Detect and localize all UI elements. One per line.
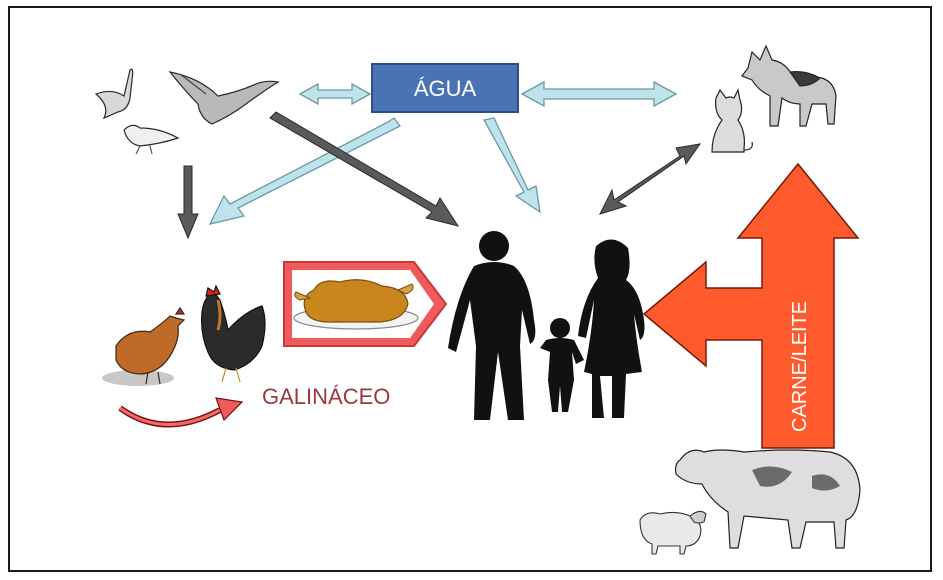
meat-milk-label: CARNE/LEITE — [789, 301, 811, 432]
family-silhouette-icon — [448, 231, 645, 420]
arrow-water-pets — [522, 82, 676, 106]
gray-arrows — [178, 112, 700, 238]
poultry-banner — [284, 262, 446, 346]
arrow-water-family — [484, 118, 540, 212]
arrow-family-pets — [600, 144, 700, 214]
hen-icon — [102, 308, 184, 386]
cat-icon — [712, 90, 752, 152]
poultry-label: GALINÁCEO — [262, 384, 390, 409]
water-box: ÁGUA — [372, 64, 518, 112]
water-label: ÁGUA — [414, 76, 477, 101]
rooster-icon — [202, 286, 265, 382]
sheep-icon — [640, 511, 706, 554]
cycle-arrow — [120, 398, 242, 425]
arrow-birds-chickens — [178, 166, 198, 238]
wild-birds-icon — [96, 69, 278, 154]
meat-milk-arrow — [644, 164, 858, 448]
cow-icon — [676, 450, 861, 548]
arrow-water-birds — [300, 84, 370, 104]
dog-icon — [742, 46, 836, 126]
